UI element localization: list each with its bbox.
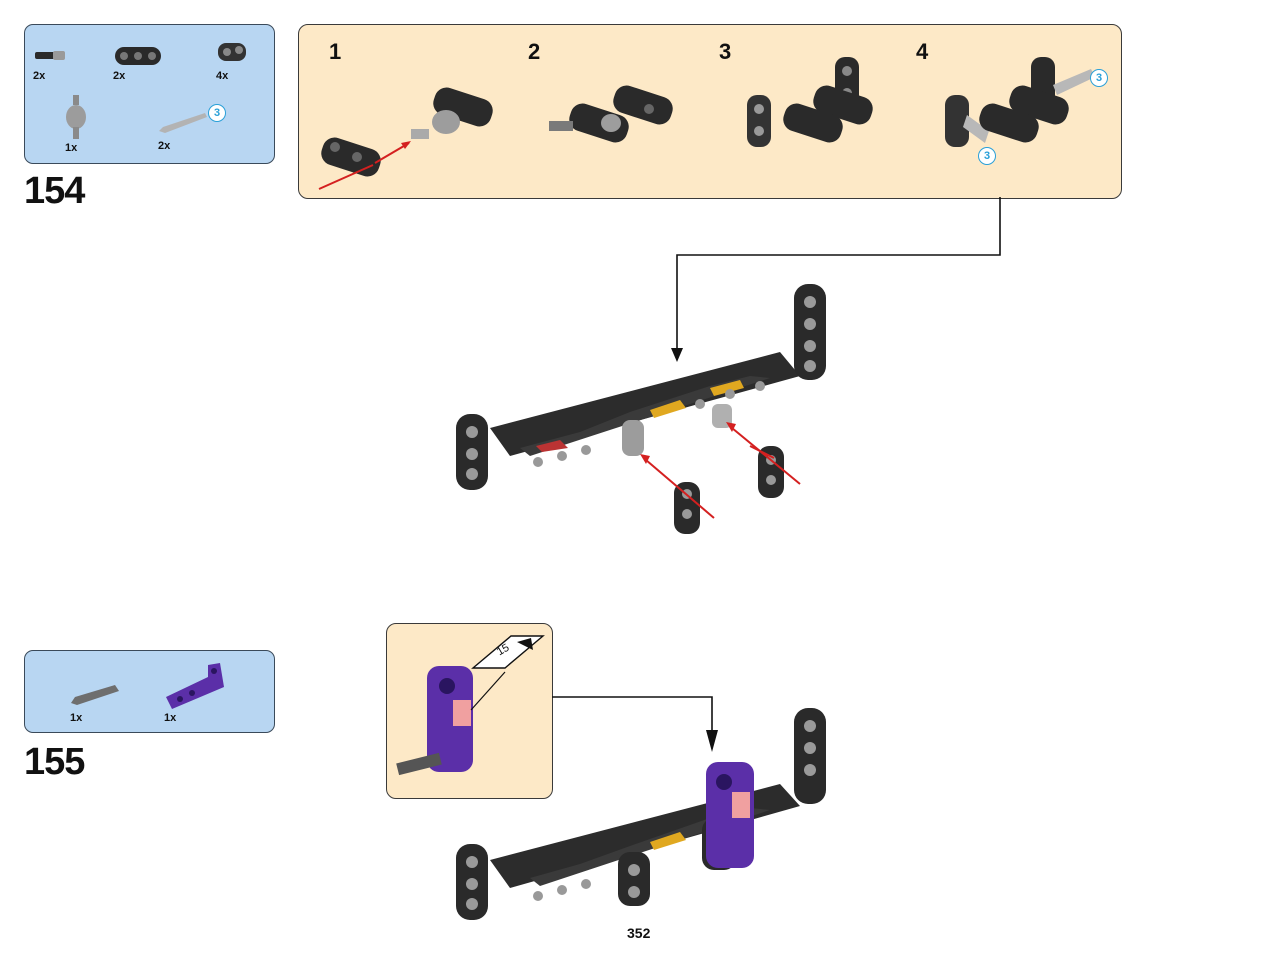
part-qty: 1x: [164, 712, 177, 724]
black-beam-icon: [115, 47, 161, 65]
substep-number: 4: [916, 39, 929, 64]
substep-number: 2: [528, 39, 541, 64]
sticker-sheet-icon: [471, 635, 545, 669]
grey-axle-icon: [159, 113, 207, 133]
axle-length-callout: 3: [978, 147, 996, 165]
step-154-main-model: [456, 284, 826, 534]
part-qty: 1x: [70, 712, 83, 724]
step-number-154: 154: [24, 170, 85, 212]
parts-list-155: 1x 1x: [24, 650, 275, 733]
axle-length-callout: 3: [208, 104, 226, 122]
step-number-155: 155: [24, 741, 85, 783]
grey-pin-icon: [71, 685, 119, 705]
substep-3-illustration: [747, 57, 873, 147]
purple-beam-with-sticker: [396, 666, 473, 776]
part-qty: 2x: [158, 140, 171, 152]
page-number: 352: [627, 925, 651, 941]
substep-number: 3: [719, 39, 732, 64]
part-qty: 4x: [216, 70, 229, 82]
part-qty: 1x: [65, 142, 78, 154]
substep-1-illustration: [318, 87, 493, 190]
substep-4-illustration: [945, 57, 1095, 147]
black-pin-icon: [35, 51, 65, 60]
cross-connector-icon: [218, 43, 246, 61]
sticker-callout-panel: 15: [386, 623, 553, 799]
step-155-main-model: [456, 708, 826, 920]
sticker-leader-line: [470, 671, 506, 711]
part-qty: 2x: [113, 70, 126, 82]
parts-list-154: 2x 2x 4x 1x 3 2x: [24, 24, 275, 164]
substep-number: 1: [329, 39, 342, 64]
purple-beam-icon: [166, 663, 224, 709]
substep-panel-154: 1 2 3 4 3 3: [298, 24, 1122, 199]
axle-length-callout: 3: [1090, 69, 1108, 87]
part-qty: 2x: [33, 70, 46, 82]
substep-2-illustration: [549, 85, 673, 143]
ball-joint-icon: [66, 95, 86, 139]
